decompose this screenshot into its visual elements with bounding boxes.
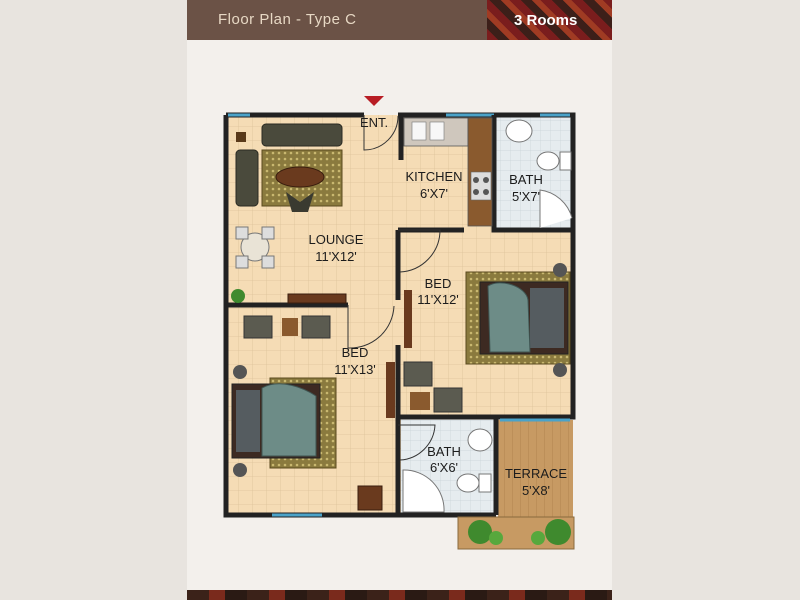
bed2-label: BED	[342, 345, 369, 360]
entrance-marker-icon	[364, 96, 384, 106]
kitchen-size: 6'X7'	[420, 186, 448, 201]
bath1-size: 5'X7'	[512, 189, 540, 204]
plan-title: Floor Plan - Type C	[218, 11, 357, 28]
header-decoration	[487, 0, 612, 40]
page-header	[187, 0, 612, 40]
bed1-size: 11'X12'	[417, 292, 459, 307]
rooms-count: 3 Rooms	[514, 12, 578, 29]
bed2-furniture	[231, 315, 395, 511]
kitchen-counter	[403, 117, 493, 227]
entrance-label: ENT.	[360, 115, 388, 130]
bath2-fixtures	[402, 428, 493, 513]
terrace-deck	[498, 420, 573, 520]
kitchen-label: KITCHEN	[405, 169, 462, 184]
bath1-fixtures	[505, 119, 573, 228]
terrace-plants	[457, 516, 575, 550]
lounge-floor	[226, 115, 401, 305]
door-swings	[347, 115, 441, 461]
bath2-label: BATH	[427, 444, 461, 459]
bath1-label: BATH	[509, 172, 543, 187]
bed1-label: BED	[425, 276, 452, 291]
terrace-size: 5'X8'	[522, 483, 550, 498]
bed1-furniture	[403, 263, 571, 413]
bed2-size: 11'X13'	[334, 362, 376, 377]
terrace-label: TERRACE	[505, 466, 567, 481]
lounge-size: 11'X12'	[315, 249, 357, 264]
lounge-furniture	[231, 123, 347, 304]
page-footer-decoration	[187, 590, 612, 600]
lounge-label: LOUNGE	[309, 232, 364, 247]
windows	[228, 113, 570, 517]
bath2-size: 6'X6'	[430, 460, 458, 475]
